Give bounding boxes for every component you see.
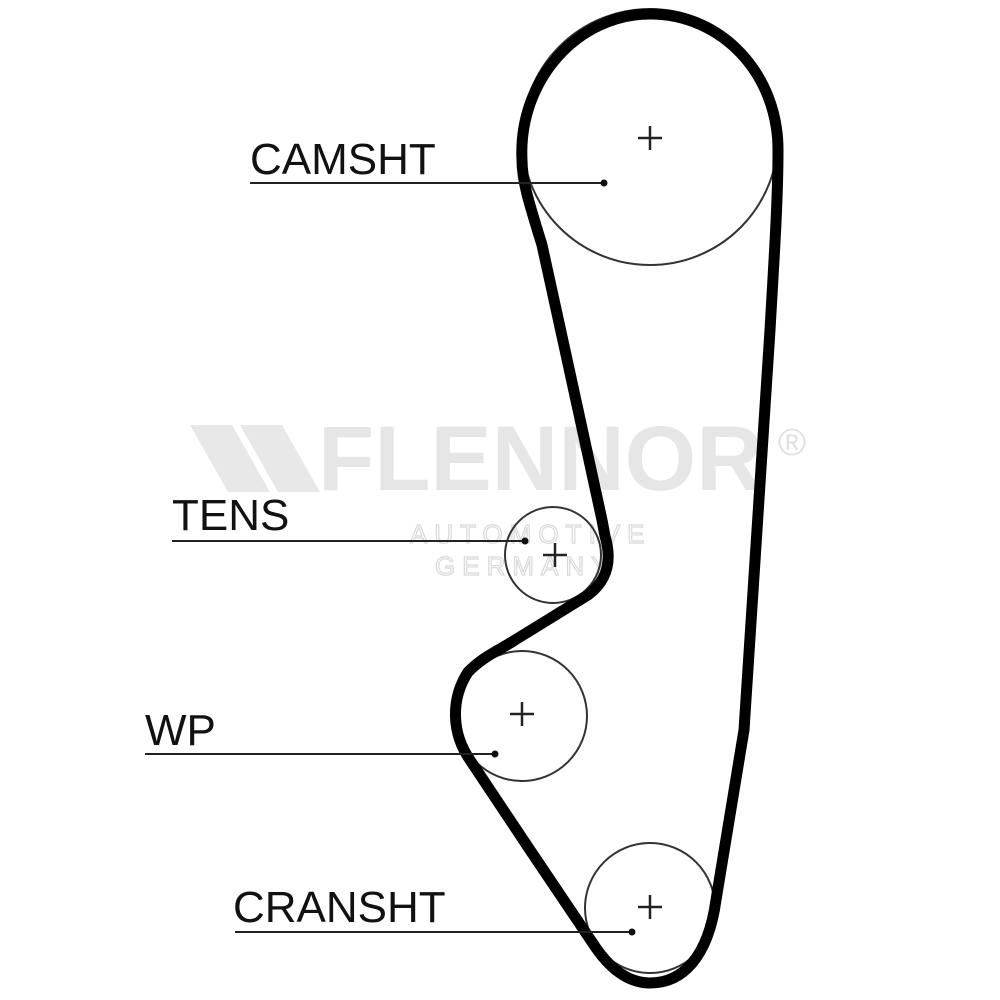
pulley-centers — [510, 126, 662, 919]
watermark-line-germany: GERMANY — [435, 551, 615, 581]
watermark-registered-mark: ® — [778, 422, 806, 464]
crankshaft-label: CRANSHT — [233, 883, 446, 932]
crankshaft-center-cross-icon — [638, 895, 662, 919]
water-pump-label: WP — [145, 706, 216, 755]
camshaft-leader-dot — [600, 179, 608, 187]
camshaft-center-cross-icon — [638, 126, 662, 150]
watermark-logo-mark — [190, 425, 320, 492]
tensioner-center-cross-icon — [543, 543, 567, 567]
leader-dots — [491, 179, 636, 936]
tensioner-leader-dot — [521, 537, 529, 545]
tensioner-pulley — [504, 506, 602, 604]
crankshaft-leader-dot — [628, 928, 636, 936]
timing-belt — [450, 8, 784, 989]
water-pump-center-cross-icon — [510, 702, 534, 726]
watermark-brand: FLENNOR — [318, 408, 763, 510]
watermark-line-automotive: AUTOMOTIVE — [410, 519, 651, 549]
water-pump-leader-dot — [491, 750, 499, 758]
leader-lines — [145, 182, 632, 933]
tensioner-label: TENS — [172, 491, 289, 540]
camshaft-label: CAMSHT — [250, 135, 436, 184]
